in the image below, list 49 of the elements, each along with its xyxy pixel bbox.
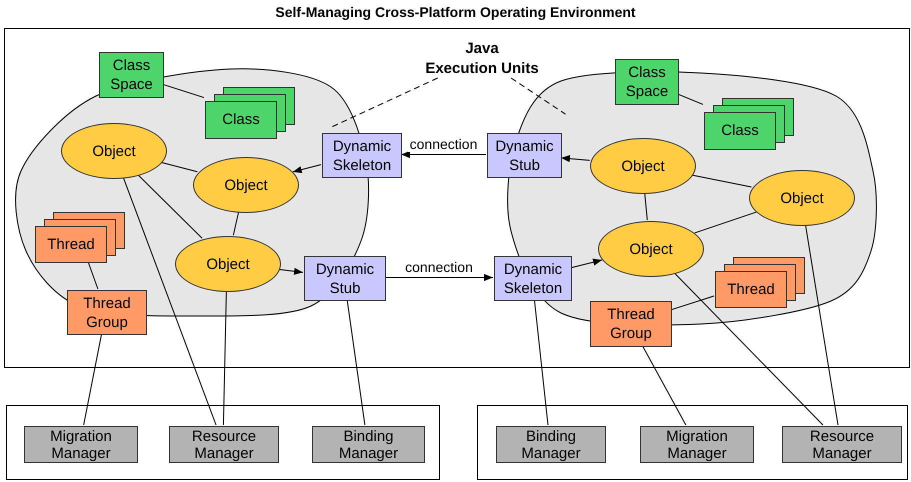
connector-line xyxy=(691,174,752,188)
arrow xyxy=(570,258,603,268)
edge-label: connection xyxy=(403,258,475,274)
manager-box xyxy=(782,426,902,463)
node-label: Binding Manager xyxy=(338,428,400,462)
node-label: Dynamic Stub xyxy=(494,136,555,174)
node-label: Java Execution Units xyxy=(425,40,539,77)
connector-line xyxy=(674,272,824,426)
node-label: Resource Manager xyxy=(190,428,258,462)
manager-box xyxy=(496,426,606,463)
connector-line xyxy=(678,94,704,105)
host-panel xyxy=(6,405,440,480)
connector-line xyxy=(222,290,227,426)
manager-box xyxy=(640,426,754,463)
node-label: Thread xyxy=(727,280,775,298)
connector-line xyxy=(534,300,548,426)
node-label: Binding Manager xyxy=(520,428,582,462)
node-label: Object xyxy=(621,156,665,176)
thread-stack xyxy=(715,257,805,308)
skeleton-box xyxy=(494,256,572,301)
manager-box xyxy=(312,426,425,463)
edge-label: connection xyxy=(408,136,480,152)
stub-box xyxy=(487,133,562,178)
connector-line xyxy=(694,212,757,234)
connector-line xyxy=(805,224,838,426)
node-label: Object xyxy=(629,240,673,258)
diagram-title: Self-Managing Cross-Platform Operating Environment xyxy=(274,4,637,20)
arrow xyxy=(560,155,590,162)
node-label: Migration Manager xyxy=(665,428,729,462)
arrow xyxy=(384,274,494,282)
class-stack xyxy=(704,98,794,150)
node-label: Class xyxy=(721,122,759,140)
connector-line xyxy=(670,295,714,310)
node-label: Object xyxy=(780,188,824,208)
host-panel xyxy=(477,405,908,480)
connector-line xyxy=(83,334,102,426)
manager-box xyxy=(169,426,279,463)
node-label: Thread Group xyxy=(606,305,656,343)
node-label: Dynamic Skeleton xyxy=(502,260,564,298)
node-label: Class Space xyxy=(624,63,670,101)
connector-line xyxy=(642,346,686,426)
node-label: Migration Manager xyxy=(49,428,113,462)
connector-line xyxy=(644,192,648,221)
arrow xyxy=(400,150,486,158)
thread-group-box xyxy=(590,301,672,347)
node-label: Resource Manager xyxy=(808,428,876,462)
manager-box xyxy=(24,426,138,463)
connector-line xyxy=(346,300,366,426)
class-space-box xyxy=(615,59,679,105)
